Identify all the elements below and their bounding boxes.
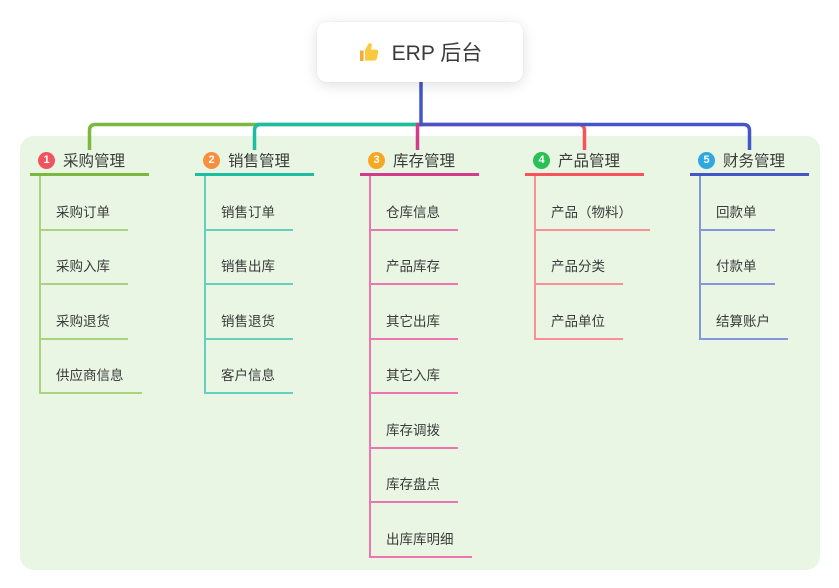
child-node[interactable]: 产品分类	[536, 231, 623, 285]
child-node[interactable]: 客户信息	[206, 340, 293, 394]
child-node[interactable]: 库存调拨	[371, 394, 458, 449]
branch-badge-1: 1	[38, 151, 55, 169]
branch-node-inventory[interactable]: 3 库存管理	[360, 147, 479, 176]
branch-badge-5: 5	[698, 151, 715, 169]
branch-badge-3: 3	[368, 151, 385, 169]
child-node[interactable]: 销售出库	[206, 231, 293, 285]
branch-label: 采购管理	[63, 153, 126, 170]
branch-sales: 2 销售管理 销售订单 销售出库 销售退货 客户信息	[195, 147, 314, 394]
thumbs-up-icon	[359, 43, 378, 61]
branch-label: 财务管理	[723, 153, 786, 170]
child-node[interactable]: 销售退货	[206, 285, 293, 340]
mindmap-background-panel	[20, 136, 820, 570]
child-node[interactable]: 其它出库	[371, 285, 458, 340]
branch-purchase: 1 采购管理 采购订单 采购入库 采购退货 供应商信息	[30, 147, 149, 394]
branch-label: 销售管理	[228, 153, 291, 170]
branch-children: 回款单 付款单 结算账户	[699, 176, 809, 340]
branch-children: 采购订单 采购入库 采购退货 供应商信息	[39, 176, 149, 394]
child-node[interactable]: 采购入库	[41, 231, 128, 285]
branch-finance: 5 财务管理 回款单 付款单 结算账户	[690, 147, 809, 340]
branch-product: 4 产品管理 产品（物料） 产品分类 产品单位	[525, 147, 650, 340]
child-node[interactable]: 销售订单	[206, 176, 293, 231]
root-node[interactable]: ERP 后台	[317, 22, 523, 82]
branch-label: 库存管理	[393, 153, 456, 170]
child-node[interactable]: 产品单位	[536, 285, 623, 340]
child-node[interactable]: 仓库信息	[371, 176, 458, 231]
child-node[interactable]: 结算账户	[701, 285, 788, 340]
child-node[interactable]: 库存盘点	[371, 449, 458, 503]
child-node[interactable]: 产品（物料）	[536, 176, 650, 231]
child-node[interactable]: 采购退货	[41, 285, 128, 340]
root-label: ERP 后台	[391, 42, 483, 65]
child-node[interactable]: 采购订单	[41, 176, 128, 231]
branch-node-sales[interactable]: 2 销售管理	[195, 147, 314, 176]
branch-badge-2: 2	[203, 151, 220, 169]
branch-label: 产品管理	[558, 153, 621, 170]
child-node[interactable]: 供应商信息	[41, 340, 142, 394]
branch-children: 销售订单 销售出库 销售退货 客户信息	[204, 176, 314, 394]
branch-children: 仓库信息 产品库存 其它出库 其它入库 库存调拨 库存盘点 出库库明细	[369, 176, 479, 558]
branch-node-product[interactable]: 4 产品管理	[525, 147, 644, 176]
branch-node-purchase[interactable]: 1 采购管理	[30, 147, 149, 176]
branch-children: 产品（物料） 产品分类 产品单位	[534, 176, 650, 340]
child-node[interactable]: 出库库明细	[371, 503, 472, 558]
child-node[interactable]: 回款单	[701, 176, 775, 231]
branch-inventory: 3 库存管理 仓库信息 产品库存 其它出库 其它入库 库存调拨 库存盘点 出库库…	[360, 147, 479, 558]
child-node[interactable]: 其它入库	[371, 340, 458, 394]
branch-node-finance[interactable]: 5 财务管理	[690, 147, 809, 176]
branch-badge-4: 4	[533, 151, 550, 169]
child-node[interactable]: 付款单	[701, 231, 775, 285]
child-node[interactable]: 产品库存	[371, 231, 458, 285]
